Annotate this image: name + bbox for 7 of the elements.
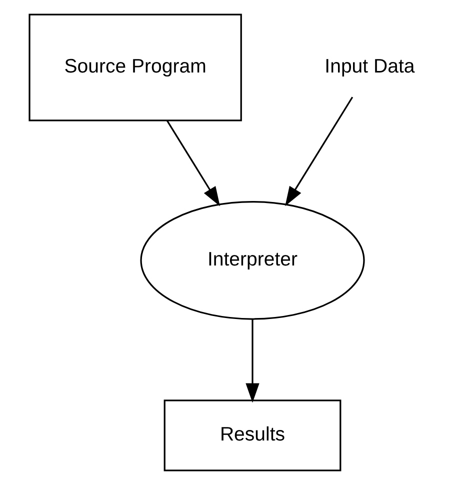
node-box: Results — [163, 400, 341, 472]
arrow — [166, 120, 220, 206]
node-box: Source Program — [28, 14, 242, 122]
arrow — [284, 96, 353, 206]
node-ellipse: Interpreter — [140, 201, 364, 320]
node-text: Input Data — [324, 56, 414, 78]
arrow — [245, 319, 259, 403]
